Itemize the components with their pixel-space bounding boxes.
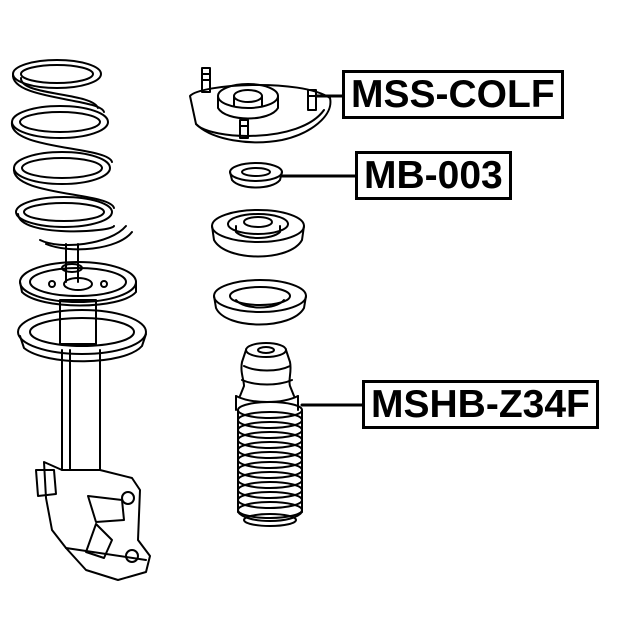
dust-cover-cap [213, 279, 307, 326]
bump-stop-boot [235, 342, 303, 527]
leader-lines [280, 94, 364, 407]
spring-insulator [211, 209, 305, 258]
part-label-bearing: MB-003 [355, 151, 512, 200]
strut-bearing [229, 162, 283, 189]
coil-spring [10, 59, 133, 251]
shock-absorber [17, 299, 151, 581]
part-label-top-mount: MSS-COLF [342, 70, 564, 119]
upper-spring-seat [19, 243, 137, 307]
top-strut-mount [189, 67, 332, 144]
part-label-bump-stop-boot: MSHB-Z34F [362, 380, 599, 429]
